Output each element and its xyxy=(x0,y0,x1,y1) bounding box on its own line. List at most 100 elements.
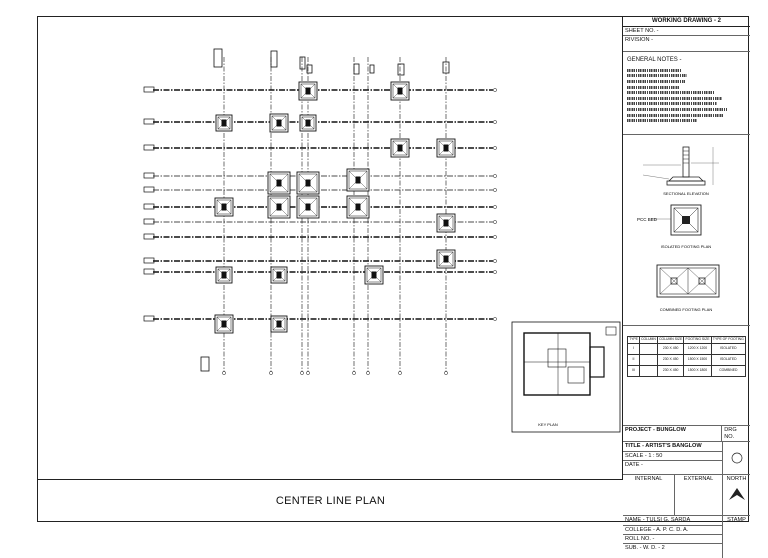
general-note-line xyxy=(627,102,717,106)
column xyxy=(276,320,282,328)
column xyxy=(276,179,282,187)
drawing-sheet: KEY PLAN CENTER LINE PLAN WORKING DRAWIN… xyxy=(37,16,750,558)
grid-bubble xyxy=(398,371,402,375)
column-marker xyxy=(397,63,405,76)
schedule-cell: ISOLATED xyxy=(710,354,747,367)
column xyxy=(371,271,377,279)
schedule-cell: II xyxy=(627,354,640,367)
schedule-header-cell: FOOTING SIZE xyxy=(683,336,712,345)
schedule-header-cell: TYPE OF FOOTING xyxy=(710,336,747,345)
general-notes-title: GENERAL NOTES - xyxy=(627,57,682,64)
grid-tag xyxy=(143,86,155,93)
footing-details-drawing: SECTIONAL ELEVATION PCC BED ISOLATED FOO… xyxy=(637,146,720,312)
schedule-cell: 1500 X 1500 xyxy=(683,354,712,367)
general-note-line xyxy=(627,91,715,95)
column-marker xyxy=(299,56,306,70)
external-label: EXTERNAL xyxy=(675,475,723,516)
footing-inner xyxy=(271,115,287,131)
grid-bubble xyxy=(493,174,497,178)
footing-inner xyxy=(272,317,286,331)
center-line-plan: KEY PLAN xyxy=(143,48,621,433)
sectional-elevation-label: SECTIONAL ELEVATION xyxy=(663,191,709,196)
column-marker xyxy=(442,61,450,74)
college-name: COLLEGE - A. P. C. D. A. xyxy=(623,526,722,535)
column xyxy=(221,203,227,211)
schedule-cell xyxy=(639,354,658,367)
column xyxy=(305,119,311,127)
footing-inner xyxy=(298,197,318,217)
combined-footing-plan xyxy=(656,264,720,298)
grid-tag xyxy=(143,186,155,193)
key-plan-room xyxy=(547,348,567,368)
column-marker xyxy=(270,50,278,68)
general-note-line xyxy=(627,113,723,117)
column xyxy=(221,119,227,127)
grid-bubble xyxy=(493,188,497,192)
key-plan-north-box xyxy=(605,326,617,336)
grid-bubble xyxy=(493,220,497,224)
footing-inner xyxy=(269,197,289,217)
combined-footing-label: COMBINED FOOTING PLAN xyxy=(660,307,713,312)
scale-field: SCALE - 1 : 50 xyxy=(623,452,722,461)
grid-tag xyxy=(143,144,155,151)
grid-bubble xyxy=(493,235,497,239)
schedule-cell: I xyxy=(627,343,640,356)
schedule-cell: 230 X 450 xyxy=(656,354,685,367)
drawing-title: CENTER LINE PLAN xyxy=(38,479,623,521)
sheet-header: WORKING DRAWING - 2 xyxy=(623,17,750,27)
column xyxy=(276,271,282,279)
stamp-label: STAMP xyxy=(727,517,746,524)
schedule-cell xyxy=(639,365,658,378)
student-name: NAME - TULSI G. SARDA xyxy=(623,516,722,526)
key-plan-room xyxy=(567,366,585,384)
grid-tag xyxy=(143,233,155,240)
sectional-elevation xyxy=(642,146,719,186)
general-note-line xyxy=(627,79,685,83)
general-notes-lines xyxy=(623,68,750,123)
footing-inner xyxy=(348,197,368,217)
footing-inner xyxy=(269,173,289,193)
footing-inner xyxy=(438,251,454,267)
grid-tag xyxy=(143,315,155,322)
isolated-footing-plan xyxy=(651,204,702,236)
column-marker xyxy=(213,48,223,68)
general-note-line xyxy=(627,107,727,111)
side-panel: WORKING DRAWING - 2 SHEET NO. - RIVISION… xyxy=(623,17,750,558)
schedule-cell: COMBINED xyxy=(710,365,747,378)
grid-bubble xyxy=(493,88,497,92)
schedule-cell: 230 X 450 xyxy=(656,365,685,378)
pcc-bed-label: PCC BED xyxy=(637,217,658,222)
footing-inner xyxy=(392,83,408,99)
title-block: PROJECT - BUNGLOW DRG NO. TITLE - ARTIST… xyxy=(623,426,750,558)
column-marker xyxy=(369,64,375,74)
column xyxy=(397,87,403,95)
column xyxy=(305,87,311,95)
schedule-header-cell: COLUMN xyxy=(639,336,658,345)
grid-bubble xyxy=(493,270,497,274)
footing-inner xyxy=(216,316,232,332)
grid-tag xyxy=(143,172,155,179)
footing-inner xyxy=(217,116,231,130)
column-marker xyxy=(200,356,210,372)
footing-inner xyxy=(438,215,454,231)
schedule-header-cell: COLUMN SIZE xyxy=(656,336,685,345)
column xyxy=(221,271,227,279)
footing-inner xyxy=(298,173,318,193)
general-note-line xyxy=(627,85,679,89)
grid-tag xyxy=(143,257,155,264)
column xyxy=(397,144,403,152)
column xyxy=(305,179,311,187)
column xyxy=(305,203,311,211)
grid-tag xyxy=(143,218,155,225)
column xyxy=(443,144,449,152)
column xyxy=(276,203,282,211)
grid-bubble xyxy=(366,371,370,375)
footing-inner xyxy=(392,140,408,156)
date-field: DATE - xyxy=(625,462,643,468)
footing-inner xyxy=(300,83,316,99)
column xyxy=(355,176,361,184)
